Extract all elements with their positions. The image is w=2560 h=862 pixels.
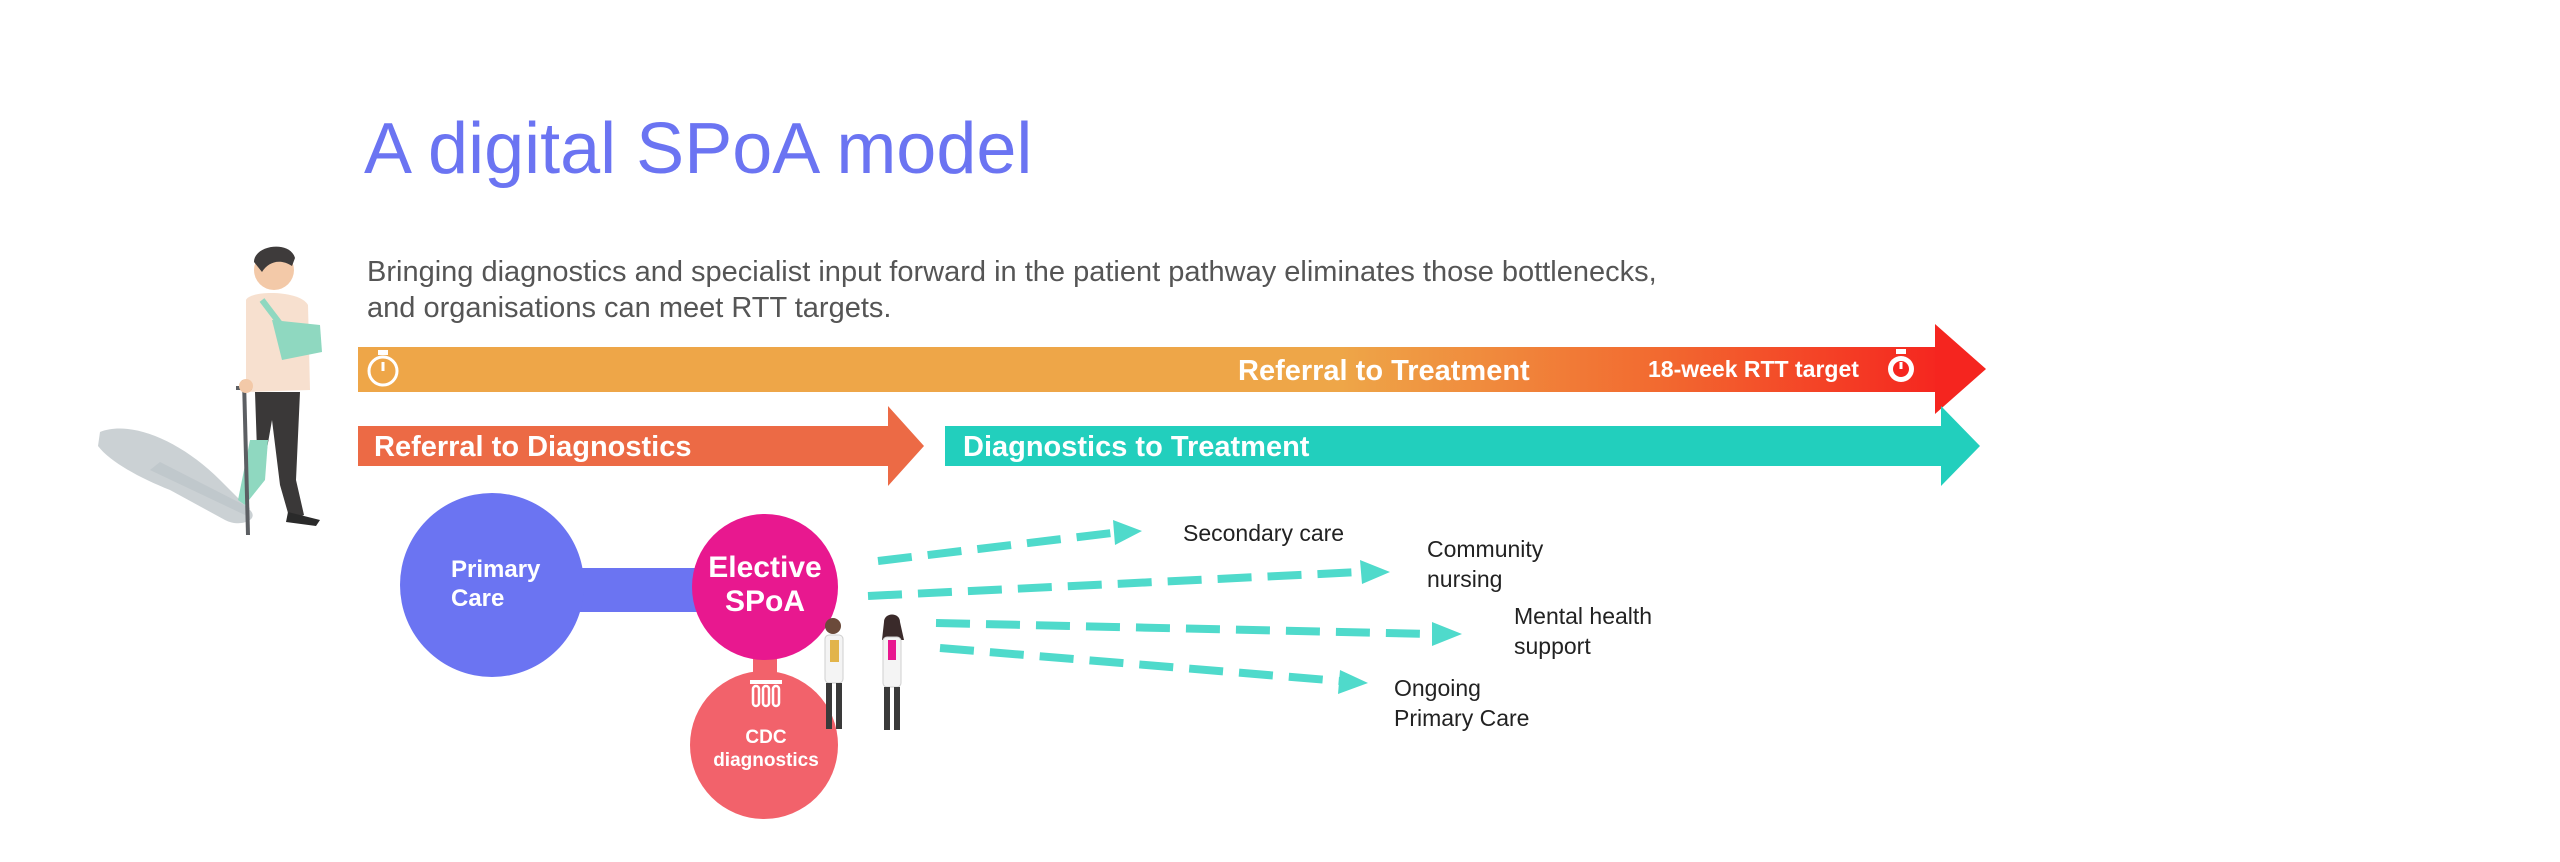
- diagnostics-treatment-arrow: Diagnostics to Treatment: [945, 406, 1980, 486]
- ongoing-primary-care-line-2: Primary Care: [1394, 705, 1529, 731]
- primary-care-line-2: Care: [451, 585, 504, 612]
- referral-diagnostics-label: Referral to Diagnostics: [374, 431, 691, 463]
- stopwatch-icon: [1888, 349, 1914, 382]
- elective-spoa-line-1: Elective: [708, 551, 821, 584]
- patient-illustration: [98, 246, 322, 536]
- community-nursing-line-2: nursing: [1427, 566, 1502, 592]
- arrowhead-secondary-care: [1113, 520, 1142, 545]
- mental-health-line-2: support: [1514, 633, 1591, 659]
- cdc-line-2: diagnostics: [713, 750, 819, 771]
- elective-spoa-node: Elective SPoA: [692, 514, 838, 660]
- dashed-arrowheads: [1113, 520, 1462, 694]
- mental-health-line-1: Mental health: [1514, 603, 1652, 629]
- test-tubes-icon: [750, 680, 782, 708]
- doctor-illustration: [824, 614, 904, 730]
- dashed-arrows: [867, 529, 1433, 685]
- referral-diagnostics-arrow: Referral to Diagnostics: [358, 406, 924, 486]
- dashed-arrow-ongoing-primary-care: [939, 644, 1341, 685]
- subtitle-line-1: Bringing diagnostics and specialist inpu…: [367, 256, 1657, 288]
- subtitle: Bringing diagnostics and specialist inpu…: [367, 254, 1867, 326]
- arrowhead-mental-health: [1432, 622, 1462, 646]
- cdc-line-1: CDC: [745, 727, 786, 748]
- rtt-target-label: 18-week RTT target: [1648, 356, 1859, 382]
- primary-to-spoa-connector: [565, 568, 710, 612]
- ongoing-primary-care-line-1: Ongoing: [1394, 675, 1481, 701]
- subtitle-line-2: and organisations can meet RTT targets.: [367, 292, 892, 324]
- rtt-label: Referral to Treatment: [1238, 355, 1530, 387]
- elective-spoa-line-2: SPoA: [725, 585, 805, 618]
- secondary-care-label: Secondary care: [1183, 520, 1344, 546]
- dashed-arrow-community-nursing: [867, 568, 1361, 600]
- page-title: A digital SPoA model: [364, 109, 1033, 189]
- dashed-arrow-mental-health: [935, 619, 1433, 638]
- dashed-arrow-secondary-care: [877, 529, 1113, 565]
- stopwatch-icon: [367, 350, 399, 387]
- destination-labels: Secondary care Community nursing Mental …: [1183, 520, 1652, 731]
- arrowhead-ongoing-primary-care: [1338, 670, 1368, 694]
- primary-care-line-1: Primary: [451, 556, 541, 583]
- cdc-diagnostics-node: CDC diagnostics: [690, 671, 838, 819]
- rtt-arrow: Referral to Treatment 18-week RTT target: [358, 324, 1986, 414]
- community-nursing-line-1: Community: [1427, 536, 1544, 562]
- arrowhead-community-nursing: [1360, 560, 1390, 584]
- diagnostics-treatment-label: Diagnostics to Treatment: [963, 431, 1310, 463]
- primary-care-node: Primary Care: [400, 493, 584, 677]
